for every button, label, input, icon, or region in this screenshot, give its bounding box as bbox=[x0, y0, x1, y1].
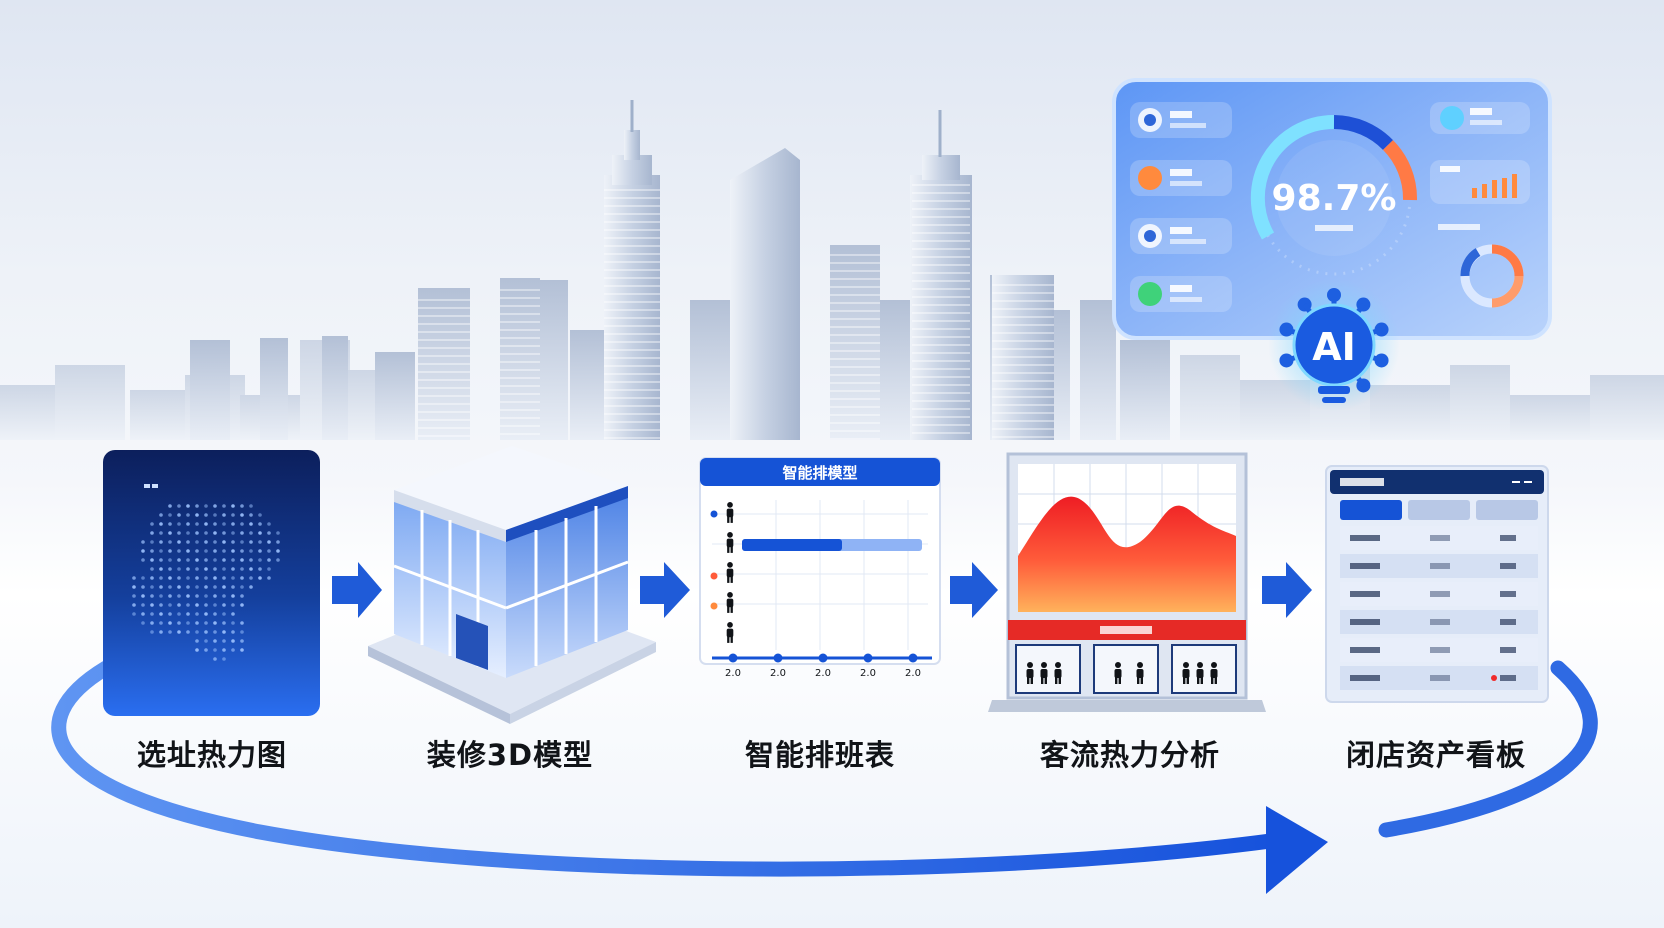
step-label-asset-board: 闭店资产看板 bbox=[1345, 738, 1526, 772]
donut-chart bbox=[1460, 244, 1524, 308]
schedule-tick-2: 2.0 bbox=[770, 668, 786, 679]
step-label-site-heatmap: 选址热力图 bbox=[136, 738, 287, 772]
cycle-loop-arrow bbox=[51, 660, 1598, 894]
dashboard-right-chips bbox=[1430, 102, 1530, 230]
step-site-heatmap-card bbox=[103, 450, 320, 716]
schedule-tick-1: 2.0 bbox=[725, 668, 741, 679]
schedule-panel-title: 智能排模型 bbox=[782, 464, 857, 482]
ai-dashboard: 98.7% bbox=[1112, 78, 1552, 411]
step-label-3d-model: 装修3D模型 bbox=[426, 738, 594, 772]
map-dot-pattern bbox=[132, 504, 280, 661]
step-asset-board-card bbox=[1325, 465, 1549, 703]
step-label-schedule: 智能排班表 bbox=[744, 738, 895, 772]
step-arrows bbox=[332, 562, 1312, 618]
step-schedule-card: 智能排模型 2.0 2.0 2.0 2.0 bbox=[699, 457, 941, 679]
step-traffic-heat-card bbox=[988, 452, 1266, 712]
step-3d-model-card bbox=[368, 446, 656, 724]
schedule-tick-4: 2.0 bbox=[860, 668, 876, 679]
schedule-tick-5: 2.0 bbox=[905, 668, 921, 679]
dashboard-left-chips bbox=[1130, 102, 1232, 312]
step-label-traffic-heat: 客流热力分析 bbox=[1039, 738, 1220, 772]
gauge-percent-text: 98.7% bbox=[1272, 178, 1397, 219]
city-skyline bbox=[0, 100, 1664, 440]
percent-gauge: 98.7% bbox=[1250, 114, 1417, 276]
tower-window-stripes bbox=[418, 184, 1054, 440]
schedule-tick-3: 2.0 bbox=[815, 668, 831, 679]
ai-badge-text: AI bbox=[1312, 325, 1356, 369]
ai-brain-badge: AI bbox=[1268, 279, 1400, 411]
